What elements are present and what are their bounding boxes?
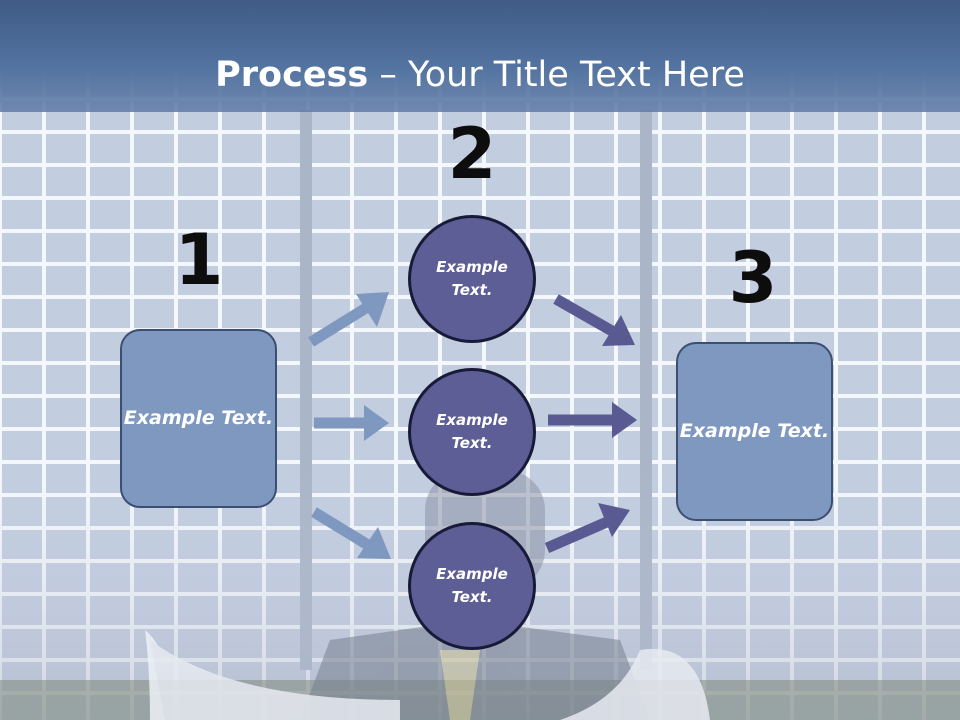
step3-box: Example Text.	[676, 342, 833, 521]
circle-bottom-label: Example Text.	[436, 565, 508, 606]
arrow-middle-to-3	[548, 402, 637, 438]
arrow-1-to-bottom	[311, 507, 391, 559]
step-number-1: 1	[174, 219, 224, 301]
step2-circle-middle: Example Text.	[408, 368, 536, 496]
title-rest: – Your Title Text Here	[368, 55, 745, 95]
circle-middle-label: Example Text.	[436, 411, 508, 452]
title-bar	[0, 0, 960, 112]
step2-circle-top: Example Text.	[408, 215, 536, 343]
slide-title: Process – Your Title Text Here	[0, 52, 960, 98]
circle-top-label: Example Text.	[436, 258, 508, 299]
step-number-2: 2	[447, 113, 497, 195]
step-number-3: 3	[728, 237, 778, 319]
arrow-top-to-3	[553, 294, 635, 346]
step3-label: Example Text.	[679, 420, 830, 442]
step1-label: Example Text.	[123, 407, 274, 429]
title-bold: Process	[215, 55, 369, 95]
blueprint-paper	[145, 630, 710, 720]
arrow-1-to-middle	[314, 405, 389, 441]
arrow-1-to-top	[308, 292, 389, 347]
arrow-bottom-to-3	[544, 503, 630, 554]
step1-box: Example Text.	[120, 329, 277, 508]
step2-circle-bottom: Example Text.	[408, 522, 536, 650]
